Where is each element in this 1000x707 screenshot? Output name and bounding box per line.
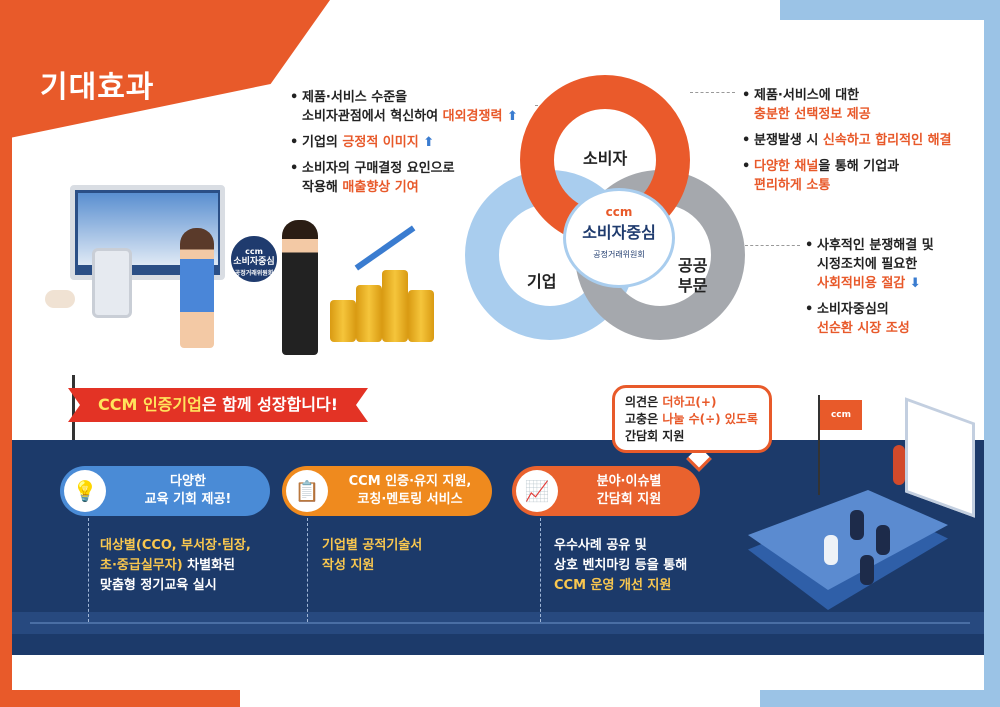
coin-stack <box>408 290 434 342</box>
man-figure <box>282 220 318 355</box>
coin-stack <box>330 300 356 342</box>
connector-line <box>690 92 735 93</box>
attendee-figure <box>850 510 864 540</box>
ccm-logo: ccm <box>605 205 633 219</box>
program-education-desc: 대상별(CCO, 부서장·팀장, 초·중급실무자) 차별화된 맞춤형 정기교육 … <box>100 538 251 593</box>
top-right-border <box>780 0 1000 20</box>
venn-center-sub: 공정거래위원회 <box>593 250 645 259</box>
chart-icon: 📈 <box>516 470 558 512</box>
growth-banner: CCM 인증기업은 함께 성장합니다! <box>68 388 368 422</box>
bottom-border <box>0 690 1000 707</box>
bullet-item: 분쟁발생 시 신속하고 합리적인 해결 <box>742 131 974 150</box>
ccm-badge: ccm 소비자중심 공정거래위원회 <box>228 233 280 285</box>
connector-line <box>745 245 800 246</box>
flag-pole <box>72 375 75 440</box>
connector-line <box>540 518 541 622</box>
bullet-item: 소비자의 구매결정 요인으로 작용해 매출향상 기여 <box>290 159 550 197</box>
left-border <box>0 0 12 707</box>
page-title: 기대효과 <box>40 70 155 105</box>
company-benefits-list: 제품·서비스 수준을 소비자관점에서 혁신하여 대외경쟁력 ⬆ 기업의 긍정적 … <box>290 88 550 204</box>
public-benefits-list: 사후적인 분쟁해결 및 시정조치에 필요한 사회적비용 절감 ⬇ 소비자중심의 … <box>805 236 980 345</box>
connector-line <box>88 518 89 622</box>
lightbulb-icon: 💡 <box>64 470 106 512</box>
presentation-icon: 📋 <box>286 470 328 512</box>
program-meetings-desc: 우수사례 공유 및 상호 벤치마킹 등을 통해 CCM 운영 개선 지원 <box>554 538 688 593</box>
consumer-benefits-list: 제품·서비스에 대한 충분한 선택정보 제공 분쟁발생 시 신속하고 합리적인 … <box>742 86 974 202</box>
bullet-item: 다양한 채널을 통해 기업과 편리하게 소통 <box>742 157 974 195</box>
program-certification-desc: 기업별 공적기술서 작성 지원 <box>322 538 423 573</box>
attendee-figure <box>860 555 874 585</box>
coin-stack <box>382 270 408 342</box>
bullet-item: 제품·서비스 수준을 소비자관점에서 혁신하여 대외경쟁력 ⬆ <box>290 88 550 126</box>
venn-center: ccm 소비자중심 공정거래위원회 <box>563 188 675 288</box>
woman-figure <box>180 228 214 348</box>
bullet-item: 사후적인 분쟁해결 및 시정조치에 필요한 사회적비용 절감 ⬇ <box>805 236 980 293</box>
timeline-line <box>30 622 970 624</box>
up-arrow-icon: ⬆ <box>506 109 518 124</box>
speech-cloud-icon <box>45 290 75 308</box>
venn-center-title: 소비자중심 <box>582 223 656 242</box>
down-arrow-icon: ⬇ <box>909 276 921 291</box>
right-border <box>984 0 1000 707</box>
ccm-flag: ccm <box>820 400 862 430</box>
coin-stack <box>356 285 382 342</box>
up-arrow-icon: ⬆ <box>423 135 435 150</box>
venn-label-consumer: 소비자 <box>583 149 628 168</box>
attendee-figure <box>876 525 890 555</box>
meeting-speech-bubble: 의견은 더하고(+) 고충은 나눌 수(÷) 있도록 간담회 지원 <box>612 385 772 453</box>
attendee-figure <box>824 535 838 565</box>
bullet-item: 기업의 긍정적 이미지 ⬆ <box>290 133 550 152</box>
bullet-item: 소비자중심의 선순환 시장 조성 <box>805 300 980 338</box>
flag-pole <box>818 395 820 495</box>
connector-line <box>307 518 308 622</box>
phone-image <box>92 248 132 318</box>
presenter-figure <box>893 445 905 485</box>
venn-label-company: 기업 <box>527 272 557 291</box>
bullet-item: 제품·서비스에 대한 충분한 선택정보 제공 <box>742 86 974 124</box>
program-certification: 📋 CCM 인증·유지 지원,코칭·멘토링 서비스 <box>282 466 492 516</box>
